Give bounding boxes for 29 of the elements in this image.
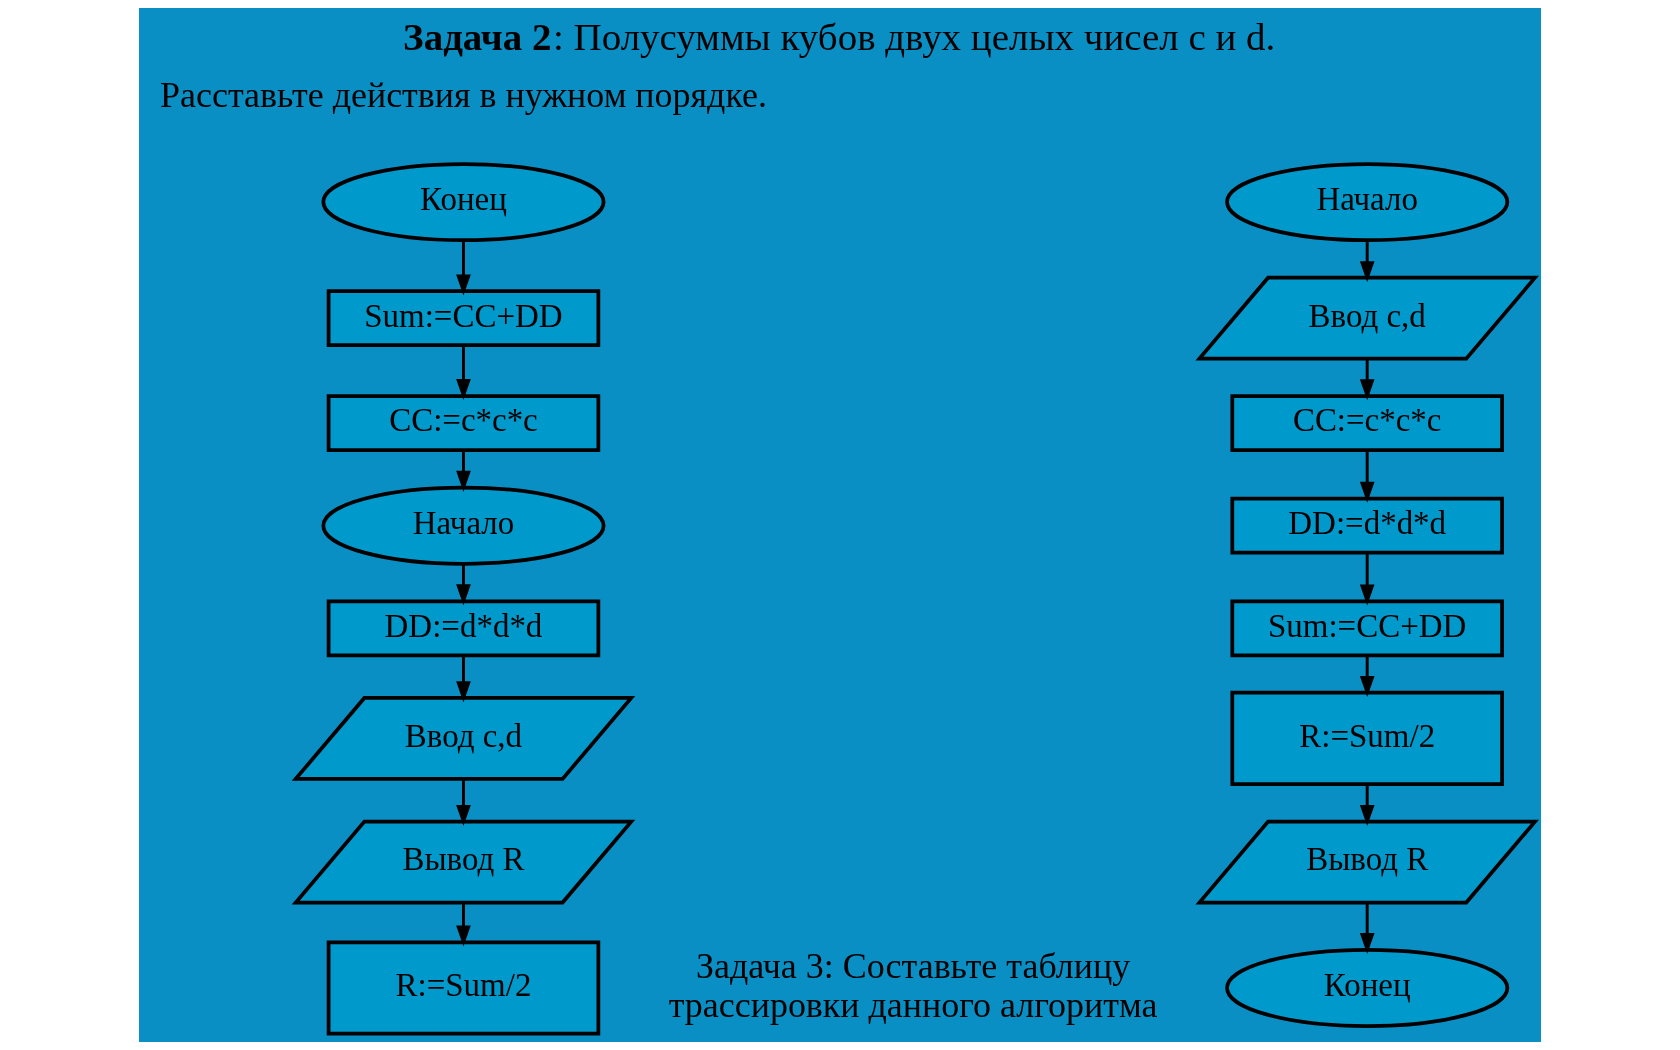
arrow — [1359, 358, 1375, 401]
node-ellipse: Начало — [321, 485, 606, 566]
node-box: DD:=d*d*d — [326, 599, 601, 658]
arrow — [456, 655, 471, 703]
node-ellipse: Конец — [321, 162, 606, 243]
arrow — [456, 903, 471, 947]
arrow — [1359, 552, 1375, 606]
arrow — [456, 240, 471, 296]
node-box: CC:=c*c*c — [326, 394, 601, 452]
node-box: Sum:=CC+DD — [1230, 599, 1504, 658]
label: Задача 3: Составьте таблицу трассировки данного алгоритма — [668, 945, 1158, 1025]
diagram-title: Задача 2: Полусуммы кубов двух целых чисел c и d. — [403, 14, 1276, 58]
node-box: Sum:=CC+DD — [326, 289, 601, 348]
node-ellipse: Начало — [1225, 162, 1510, 243]
node-box: CC:=c*c*c — [1230, 394, 1504, 452]
arrow — [456, 345, 471, 401]
label: Расставьте действия в нужном порядке. — [160, 75, 767, 116]
arrow — [456, 450, 471, 492]
arrow — [1359, 903, 1375, 955]
arrow — [456, 564, 471, 606]
node-ellipse: Конец — [1225, 948, 1510, 1028]
node-box: R:=Sum/2 — [326, 940, 601, 1036]
node-box: DD:=d*d*d — [1230, 496, 1504, 555]
arrow — [1359, 240, 1375, 283]
arrow — [1359, 784, 1375, 827]
arrow — [1359, 655, 1375, 697]
arrow — [456, 779, 471, 826]
arrow — [1359, 450, 1375, 503]
node-box: R:=Sum/2 — [1230, 690, 1504, 786]
